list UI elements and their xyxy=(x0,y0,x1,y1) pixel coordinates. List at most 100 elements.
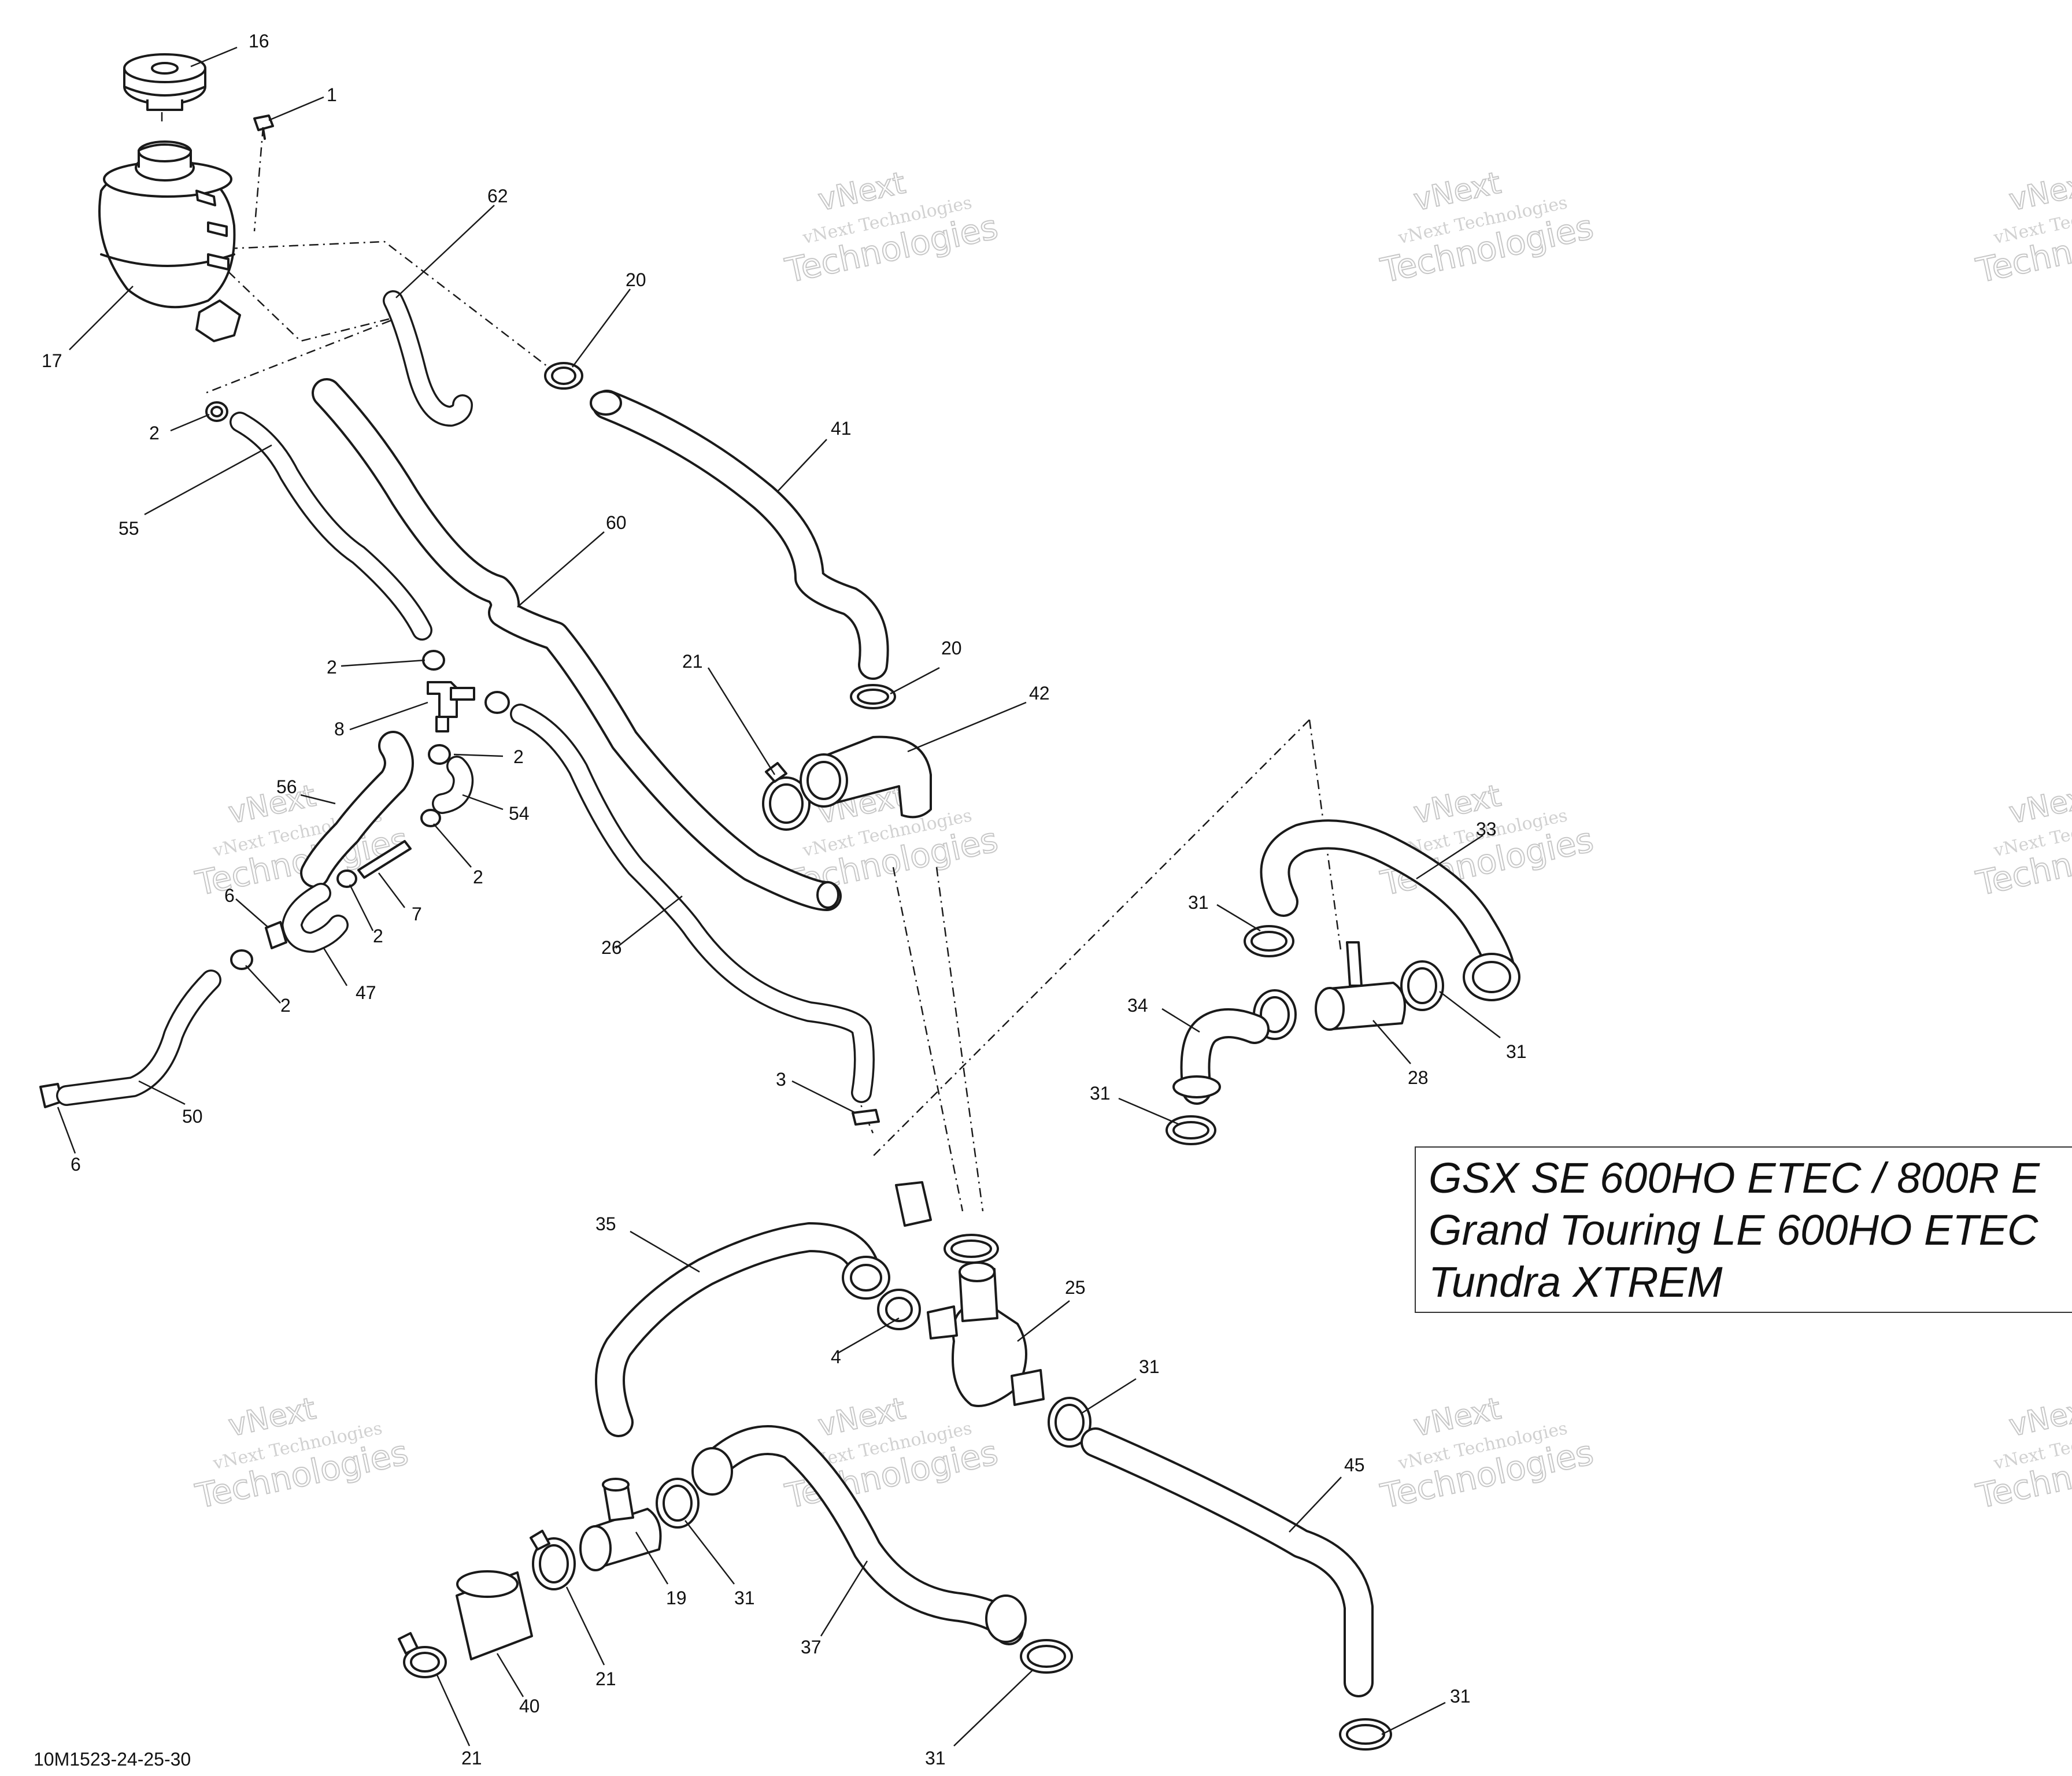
hose-55 xyxy=(230,412,432,641)
hose-clamp xyxy=(1048,1397,1092,1448)
callout-6: 6 xyxy=(71,1154,81,1175)
hose-clamp xyxy=(1020,1639,1073,1674)
callout-21: 21 xyxy=(461,1748,482,1768)
callout-34: 34 xyxy=(1127,995,1148,1016)
model-line-1: GSX SE 600HO ETEC / 800R E xyxy=(1429,1154,2040,1202)
tank-cap xyxy=(123,53,206,111)
callout-31: 31 xyxy=(1506,1041,1527,1062)
callout-33: 33 xyxy=(1476,819,1497,839)
callout-8: 8 xyxy=(334,719,345,739)
callout-31: 31 xyxy=(925,1748,946,1768)
callout-17: 17 xyxy=(42,350,62,371)
hose-50 xyxy=(56,970,221,1106)
watermark: vNext vNext Technologies Technologies xyxy=(1972,1391,2072,1517)
hose-clamp xyxy=(1339,1718,1392,1751)
hose-clamp xyxy=(944,1234,999,1264)
t-fitting-19 xyxy=(579,1478,662,1571)
callout-2: 2 xyxy=(373,926,383,946)
callout-31: 31 xyxy=(1188,892,1209,913)
t-fitting-28 xyxy=(1315,941,1406,1031)
coolant-tank xyxy=(98,140,241,342)
hose-62 xyxy=(383,290,473,427)
callout-31: 31 xyxy=(1139,1356,1160,1377)
callout-21: 21 xyxy=(595,1668,616,1689)
hose-45 xyxy=(1081,1427,1374,1697)
callout-labels: 16 1 62 20 17 2 41 55 60 2 20 21 42 8 2 … xyxy=(42,31,1527,1768)
bleeder xyxy=(357,840,412,879)
thermostat-housing xyxy=(927,1261,1045,1407)
svg-text:vNext: vNext xyxy=(2006,779,2072,831)
callout-31: 31 xyxy=(1090,1083,1111,1104)
callout-60: 60 xyxy=(606,512,627,533)
hose-37 xyxy=(691,1425,1027,1645)
drawing-code: 10M1523-24-25-30 xyxy=(34,1749,191,1770)
small-clamp xyxy=(420,809,441,827)
svg-text:vNext: vNext xyxy=(2006,166,2072,218)
callout-37: 37 xyxy=(801,1637,822,1657)
hose-35 xyxy=(595,1222,890,1437)
callout-40: 40 xyxy=(519,1696,540,1716)
callout-21: 21 xyxy=(682,651,703,672)
callout-25: 25 xyxy=(1065,1277,1086,1298)
hose-47 xyxy=(282,883,349,953)
hose-33 xyxy=(1260,819,1520,1001)
callout-2: 2 xyxy=(473,867,483,887)
callout-19: 19 xyxy=(666,1588,687,1608)
screw xyxy=(253,114,274,140)
callout-2: 2 xyxy=(327,657,337,678)
callout-3: 3 xyxy=(776,1069,786,1090)
small-clamp xyxy=(484,691,510,714)
elbow-fitting xyxy=(800,735,932,819)
callout-1: 1 xyxy=(327,84,337,105)
callout-31: 31 xyxy=(734,1588,755,1608)
callout-55: 55 xyxy=(119,518,139,539)
hose-clamp xyxy=(1244,925,1294,957)
small-clamp xyxy=(422,650,445,671)
hose-clamp xyxy=(544,362,583,390)
model-applicability-box: GSX SE 600HO ETEC / 800R E Grand Touring… xyxy=(1415,1146,2072,1313)
callout-20: 20 xyxy=(626,269,646,290)
hose-clamp xyxy=(850,684,896,709)
callout-41: 41 xyxy=(831,418,852,439)
hose-clamp xyxy=(762,762,811,831)
watermark: vNext vNext Technologies Technologies xyxy=(1972,778,2072,904)
callout-7: 7 xyxy=(412,904,422,924)
watermark: vNext vNext Technologies Technologies xyxy=(1377,165,1597,291)
model-line-2: Grand Touring LE 600HO ETEC xyxy=(1429,1206,2038,1254)
small-clamp xyxy=(205,401,228,422)
clip xyxy=(852,1109,880,1126)
model-line-3: Tundra XTREM xyxy=(1429,1258,1723,1306)
callout-26: 26 xyxy=(601,937,622,958)
callout-20: 20 xyxy=(941,638,962,658)
watermark: vNext vNext Technologies Technologies xyxy=(1377,1391,1597,1517)
callout-45: 45 xyxy=(1344,1455,1365,1475)
callout-4: 4 xyxy=(831,1346,841,1367)
callout-56: 56 xyxy=(276,776,297,797)
hose-41 xyxy=(590,390,889,680)
callout-42: 42 xyxy=(1029,683,1050,704)
watermark: vNext vNext Technologies Technologies xyxy=(191,1391,412,1517)
callout-50: 50 xyxy=(182,1106,203,1127)
t-fitting xyxy=(427,681,475,732)
hose-clamp xyxy=(877,1289,921,1330)
small-clamp xyxy=(336,870,357,888)
hose-clamp xyxy=(1400,960,1444,1011)
hose-56 xyxy=(300,731,414,888)
small-clamp xyxy=(428,744,451,765)
hose-clamp xyxy=(1166,1115,1216,1145)
sleeve xyxy=(456,1570,533,1660)
watermark: vNext vNext Technologies Technologies xyxy=(781,165,1002,291)
assembly-lines xyxy=(161,98,1342,1212)
hose-26 xyxy=(510,704,875,1103)
callout-2: 2 xyxy=(280,995,291,1016)
callout-62: 62 xyxy=(487,186,508,206)
callout-35: 35 xyxy=(595,1213,616,1234)
callout-16: 16 xyxy=(249,31,269,51)
hose-clamp xyxy=(656,1478,700,1529)
svg-text:vNext: vNext xyxy=(2006,1392,2072,1444)
callout-2: 2 xyxy=(149,423,160,443)
callout-47: 47 xyxy=(356,982,376,1003)
small-clamp xyxy=(230,949,253,970)
callout-28: 28 xyxy=(1408,1067,1429,1088)
